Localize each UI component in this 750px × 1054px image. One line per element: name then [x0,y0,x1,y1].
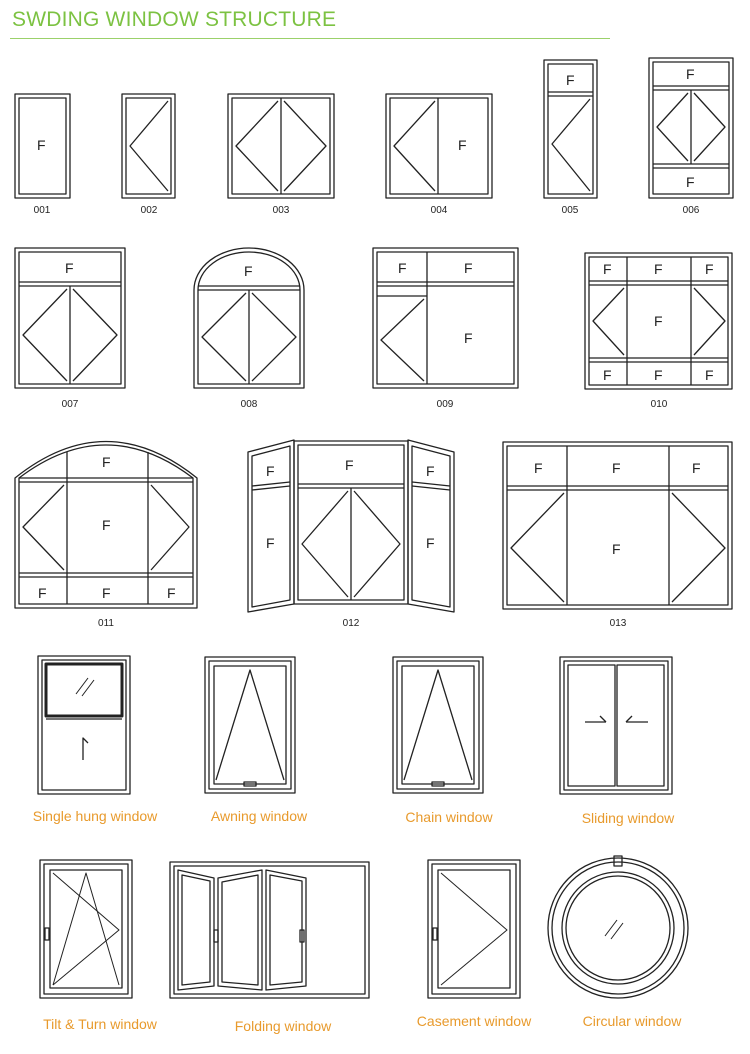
code-001: 001 [34,205,51,216]
fixed-pane-mark: F [458,137,467,153]
fixed-pane-mark: F [37,137,46,153]
fixed-pane-mark: F [345,457,354,473]
fixed-pane-mark: F [426,463,435,479]
sliding-window [559,656,673,795]
folding-window [169,861,370,999]
fixed-pane-mark: F [654,367,663,383]
caption-circular: Circular window [583,1013,683,1029]
window-008: F [193,247,305,389]
fixed-pane-mark: F [102,454,111,470]
fixed-pane-mark: F [534,460,543,476]
fixed-pane-mark: F [102,517,111,533]
window-003 [227,93,335,199]
fixed-pane-mark: F [398,260,407,276]
fixed-pane-mark: F [686,174,695,190]
window-010: F F F F F F F [584,252,733,390]
awning-window [204,656,296,794]
window-005: F [543,59,598,199]
window-007: F [14,247,126,389]
casement-window [427,859,521,999]
fixed-pane-mark: F [167,585,176,601]
fixed-pane-mark: F [603,367,612,383]
code-010: 010 [651,399,668,410]
title-underline [10,38,610,39]
fixed-pane-mark: F [654,313,663,329]
window-001: F [14,93,71,199]
fixed-pane-mark: F [266,463,275,479]
single-hung-window [37,655,131,795]
caption-sliding: Sliding window [582,810,675,826]
circular-window [547,855,689,999]
fixed-pane-mark: F [566,72,575,88]
code-007: 007 [62,399,79,410]
code-005: 005 [562,205,579,216]
caption-awning: Awning window [211,808,308,824]
fixed-pane-mark: F [464,260,473,276]
chain-window [392,656,484,794]
caption-single-hung: Single hung window [33,808,158,824]
window-004: F [385,93,493,199]
caption-chain: Chain window [405,809,493,825]
code-002: 002 [141,205,158,216]
fixed-pane-mark: F [612,460,621,476]
fixed-pane-mark: F [266,535,275,551]
fixed-pane-mark: F [244,263,253,279]
caption-tilt-turn: Tilt & Turn window [43,1016,158,1032]
code-004: 004 [431,205,448,216]
window-011: F F F F F [14,441,198,609]
window-012: F F F F F [247,439,455,613]
code-003: 003 [273,205,290,216]
fixed-pane-mark: F [426,535,435,551]
fixed-pane-mark: F [38,585,47,601]
code-008: 008 [241,399,258,410]
code-006: 006 [683,205,700,216]
fixed-pane-mark: F [102,585,111,601]
window-009: F F F [372,247,519,389]
window-013: F F F F [502,441,733,610]
type-captions: Single hung window Awning window Chain w… [33,808,683,1034]
fixed-pane-mark: F [686,66,695,82]
fixed-pane-mark: F [705,261,714,277]
fixed-pane-mark: F [692,460,701,476]
window-006: F F [648,57,734,199]
window-002 [121,93,176,199]
fixed-pane-mark: F [654,261,663,277]
code-012: 012 [343,618,360,629]
fixed-pane-mark: F [612,541,621,557]
fixed-pane-mark: F [464,330,473,346]
tilt-turn-window [39,859,133,999]
fixed-pane-mark: F [603,261,612,277]
code-009: 009 [437,399,454,410]
code-labels: 001 002 003 004 005 006 007 008 009 010 … [34,205,700,629]
caption-casement: Casement window [417,1013,532,1029]
fixed-pane-mark: F [705,367,714,383]
page-title: SWDING WINDOW STRUCTURE [12,8,337,31]
code-013: 013 [610,618,627,629]
fixed-pane-mark: F [65,260,74,276]
code-011: 011 [98,618,114,629]
caption-folding: Folding window [235,1018,332,1034]
